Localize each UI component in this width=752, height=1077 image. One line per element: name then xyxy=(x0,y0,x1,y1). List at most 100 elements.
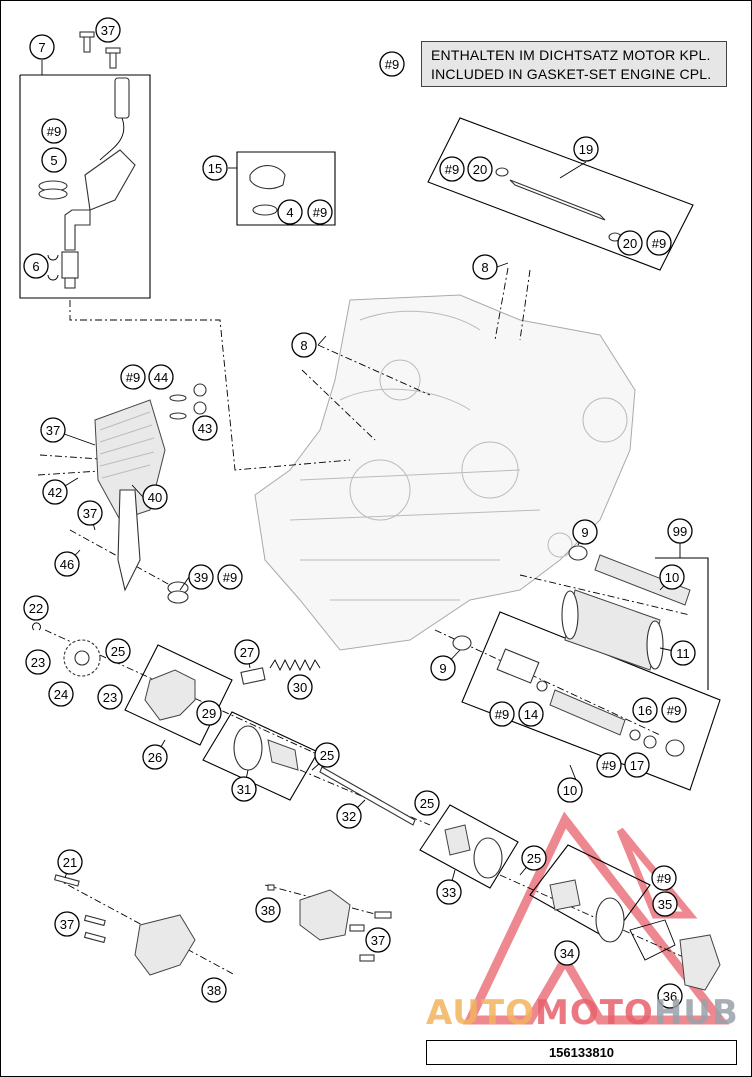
callout-35: 35 xyxy=(652,891,678,917)
callout-25: 25 xyxy=(521,845,547,871)
callout-label: 46 xyxy=(60,557,74,572)
callout-39: 39 xyxy=(188,564,214,590)
callout-label: 26 xyxy=(148,750,162,765)
callout-label: #9 xyxy=(385,57,399,72)
callout-label: 37 xyxy=(371,933,385,948)
group-box-7 xyxy=(19,60,151,299)
callout-ref-9: #9 xyxy=(661,697,687,723)
callout-23: 23 xyxy=(97,684,123,710)
callout-label: 43 xyxy=(198,421,212,436)
callout-46: 46 xyxy=(54,551,80,577)
callout-ref-9: #9 xyxy=(120,364,146,390)
callout-label: 25 xyxy=(320,748,334,763)
callout-27: 27 xyxy=(234,639,260,665)
callout-label: 23 xyxy=(31,655,45,670)
callout-label: #9 xyxy=(602,758,616,773)
callout-label: 34 xyxy=(560,946,574,961)
callout-label: 37 xyxy=(60,917,74,932)
callout-ref-9: #9 xyxy=(489,701,515,727)
callout-label: 20 xyxy=(473,162,487,177)
callout-label: 9 xyxy=(581,525,588,540)
callout-ref-9: #9 xyxy=(646,230,672,256)
callout-8: 8 xyxy=(472,254,498,280)
callout-26: 26 xyxy=(142,744,168,770)
callout-20: 20 xyxy=(617,230,643,256)
callout-label: 30 xyxy=(293,680,307,695)
note-line-german: ENTHALTEN IM DICHTSATZ MOTOR KPL. xyxy=(431,47,711,63)
callout-8: 8 xyxy=(291,332,317,358)
group-box-19 xyxy=(427,117,694,271)
callout-label: 8 xyxy=(481,260,488,275)
callout-label: 37 xyxy=(101,23,115,38)
callout-label: 4 xyxy=(286,205,293,220)
gear-24 xyxy=(32,622,101,677)
callout-label: 35 xyxy=(658,897,672,912)
callout-37: 37 xyxy=(365,927,391,953)
gasket-set-note: ENTHALTEN IM DICHTSATZ MOTOR KPL. INCLUD… xyxy=(421,41,727,87)
callout-40: 40 xyxy=(142,484,168,510)
oil-pressure-sensor-7 xyxy=(61,77,136,289)
callout-38: 38 xyxy=(255,897,281,923)
callout-17: 17 xyxy=(624,752,650,778)
callout-label: #9 xyxy=(313,205,327,220)
callout-99: 99 xyxy=(667,518,693,544)
callout-label: #9 xyxy=(445,162,459,177)
callout-19: 19 xyxy=(573,136,599,162)
callout-38: 38 xyxy=(201,977,227,1003)
watermark-triangle-logo xyxy=(462,811,730,1025)
callout-ref-9: #9 xyxy=(379,51,405,77)
callout-label: 37 xyxy=(83,506,97,521)
callout-label: 99 xyxy=(673,524,687,539)
callout-label: 20 xyxy=(623,236,637,251)
callout-label: 16 xyxy=(638,703,652,718)
callout-9: 9 xyxy=(572,519,598,545)
o-ring-5 xyxy=(38,180,68,200)
callout-10: 10 xyxy=(557,777,583,803)
callout-20: 20 xyxy=(467,156,493,182)
callout-6: 6 xyxy=(23,253,49,279)
callout-23: 23 xyxy=(25,649,51,675)
callout-32: 32 xyxy=(336,803,362,829)
callout-label: 11 xyxy=(676,646,690,661)
clips-6 xyxy=(47,254,59,281)
callout-25: 25 xyxy=(414,790,440,816)
callout-ref-9: #9 xyxy=(596,752,622,778)
callout-21: 21 xyxy=(57,849,83,875)
callout-label: 10 xyxy=(665,570,679,585)
watermark-brand: AUTOMOTOHUB xyxy=(426,993,739,1033)
callout-25: 25 xyxy=(105,638,131,664)
group-box-34 xyxy=(529,844,651,941)
callout-37: 37 xyxy=(95,17,121,43)
pump-housing-26 xyxy=(144,669,196,721)
diagram-number: 156133810 xyxy=(426,1040,737,1065)
callout-label: 31 xyxy=(237,782,251,797)
callout-label: 23 xyxy=(103,690,117,705)
callout-37: 37 xyxy=(40,417,66,443)
callout-label: 8 xyxy=(300,338,307,353)
callout-ref-9: #9 xyxy=(41,118,67,144)
callout-4: 4 xyxy=(277,199,303,225)
callout-15: 15 xyxy=(202,155,228,181)
callout-22: 22 xyxy=(23,595,49,621)
callout-label: 38 xyxy=(207,983,221,998)
callout-label: 17 xyxy=(630,758,644,773)
callout-label: #9 xyxy=(667,703,681,718)
callout-label: #9 xyxy=(223,570,237,585)
callout-30: 30 xyxy=(287,674,313,700)
callout-24: 24 xyxy=(48,681,74,707)
callout-44: 44 xyxy=(148,364,174,390)
callout-37: 37 xyxy=(77,500,103,526)
watermark-part-hub: HUB xyxy=(653,993,739,1033)
callout-label: 37 xyxy=(46,423,60,438)
callout-ref-9: #9 xyxy=(217,564,243,590)
callout-36: 36 xyxy=(657,983,683,1009)
group-box-33 xyxy=(419,804,519,889)
callout-label: #9 xyxy=(495,707,509,722)
callout-label: 33 xyxy=(442,885,456,900)
group-box-26 xyxy=(124,644,233,746)
callout-label: 7 xyxy=(38,40,45,55)
callout-9: 9 xyxy=(430,655,456,681)
callout-label: 32 xyxy=(342,809,356,824)
oil-filler-cap-15 xyxy=(249,165,286,216)
pump-cover-21 xyxy=(53,874,196,976)
